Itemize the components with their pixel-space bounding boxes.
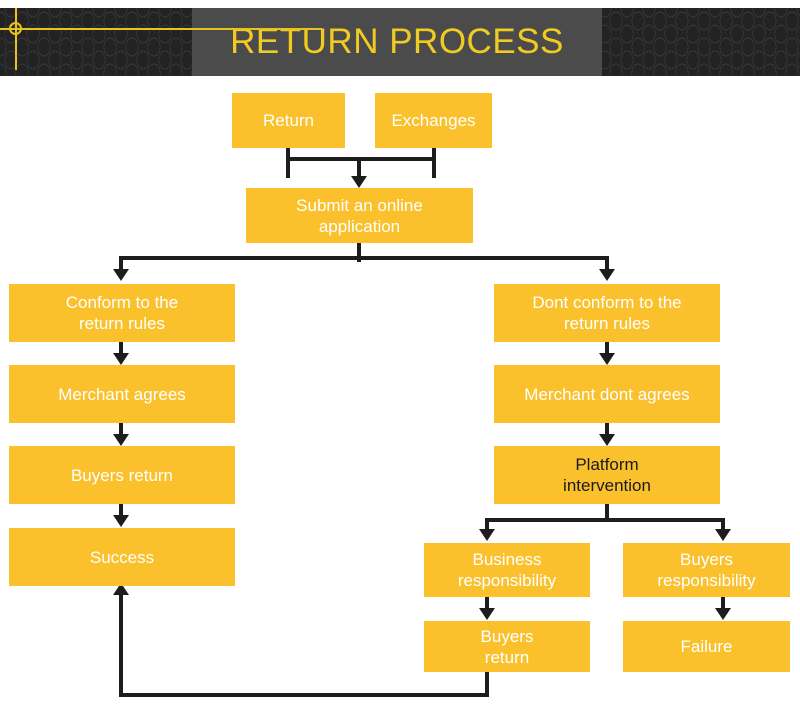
crosshair-horizontal-line [0, 28, 322, 30]
node-platform-intervention[interactable]: Platform intervention [494, 446, 720, 504]
arrow-to-merchant-dont-agrees [599, 353, 615, 365]
node-submit-online-application[interactable]: Submit an online application [246, 188, 473, 243]
node-merchant-dont-agrees-label: Merchant dont agrees [524, 384, 690, 404]
connector-business-resp-down [485, 518, 489, 530]
node-conform-label: Conform to the return rules [65, 293, 179, 333]
arrow-to-buyers-responsibility [715, 529, 731, 541]
connector-branch-split-horizontal [119, 256, 609, 260]
node-merchant-dont-agrees[interactable]: Merchant dont agrees [494, 365, 720, 423]
node-exchanges[interactable]: Exchanges [375, 93, 492, 148]
arrow-to-merchant-agrees [113, 353, 129, 365]
node-return[interactable]: Return [232, 93, 345, 148]
node-business-responsibility[interactable]: Business responsibility [424, 543, 590, 597]
node-return-label: Return [262, 111, 315, 130]
arrow-to-submit [351, 176, 367, 188]
node-success-label: Success [89, 547, 155, 567]
connector-buyers-resp-to-failure [721, 597, 725, 609]
connector-buyers-return-left-down [119, 504, 123, 516]
connector-buyers-resp-down [721, 518, 725, 530]
arrow-to-platform [599, 434, 615, 446]
connector-loop-horizontal [119, 693, 489, 697]
crosshair-circle-icon [9, 22, 22, 35]
connector-platform-down [605, 504, 609, 522]
connector-exchanges-down [432, 148, 436, 178]
crosshair-vertical-line [15, 8, 17, 70]
node-dont-conform-to-return-rules[interactable]: Dont conform to the return rules [494, 284, 720, 342]
node-buyers-responsibility-label: Buyers responsibility [657, 550, 756, 590]
connector-to-submit [357, 157, 361, 177]
arrow-to-failure [715, 608, 731, 620]
arrow-to-buyers-return-right [479, 608, 495, 620]
connector-merchant-dont-agrees-down [605, 423, 609, 435]
node-success[interactable]: Success [9, 528, 235, 586]
header-banner: RETURN PROCESS [0, 8, 800, 76]
arrow-to-dont-conform [599, 269, 615, 281]
node-failure-label: Failure [680, 637, 733, 656]
page-title: RETURN PROCESS [230, 22, 564, 61]
arrow-loop-to-success [113, 583, 129, 595]
arrow-to-buyers-return-left [113, 434, 129, 446]
node-failure[interactable]: Failure [623, 621, 790, 672]
connector-loop-up [119, 594, 123, 693]
connector-responsibility-split-horizontal [485, 518, 725, 522]
connector-dont-conform-down [605, 342, 609, 354]
node-conform-to-return-rules[interactable]: Conform to the return rules [9, 284, 235, 342]
connector-return-down [286, 148, 290, 178]
arrow-to-business-responsibility [479, 529, 495, 541]
header-center-plate [192, 8, 602, 76]
connector-left-branch-down [119, 256, 123, 270]
node-buyers-return-right[interactable]: Buyers return [424, 621, 590, 672]
node-platform-intervention-label: Platform intervention [563, 455, 651, 495]
node-merchant-agrees[interactable]: Merchant agrees [9, 365, 235, 423]
connector-merchant-agrees-down [119, 423, 123, 435]
connector-business-resp-to-buyers-return [485, 597, 489, 609]
node-buyers-return-left[interactable]: Buyers return [9, 446, 235, 504]
node-exchanges-label: Exchanges [391, 111, 476, 130]
node-dont-conform-label: Dont conform to the return rules [532, 293, 682, 333]
connector-top-merge-horizontal [286, 157, 436, 161]
connector-submit-down [357, 242, 361, 262]
node-buyers-return-right-label: Buyers return [480, 626, 534, 667]
node-merchant-agrees-label: Merchant agrees [58, 384, 186, 404]
connector-right-branch-down [605, 256, 609, 270]
connector-loop-down [485, 672, 489, 697]
node-submit-label: Submit an online application [296, 195, 423, 236]
node-buyers-return-left-label: Buyers return [70, 465, 174, 485]
node-business-responsibility-label: Business responsibility [457, 550, 557, 590]
connector-conform-down [119, 342, 123, 354]
arrow-to-conform [113, 269, 129, 281]
node-buyers-responsibility[interactable]: Buyers responsibility [623, 543, 790, 597]
arrow-to-success [113, 515, 129, 527]
